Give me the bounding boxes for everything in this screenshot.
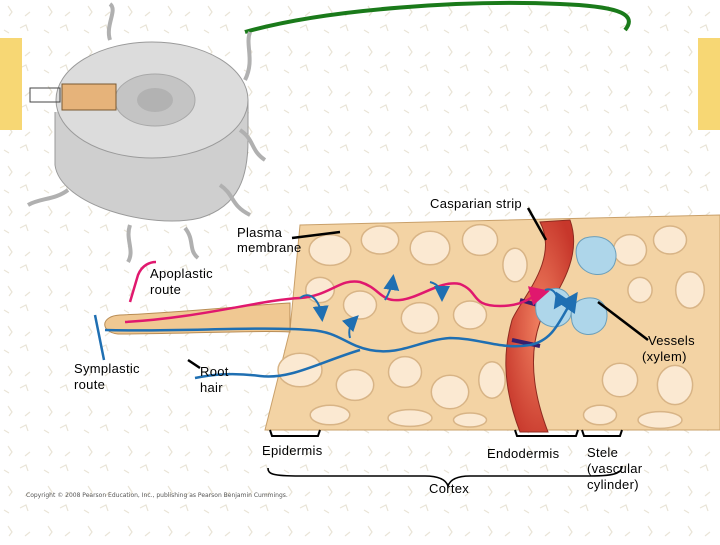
cortex-cell [342, 290, 378, 320]
cortex-cell [612, 233, 648, 267]
cortex-cell [582, 404, 618, 426]
plasma-membrane-label-line2: membrane [237, 240, 302, 255]
cortex-cell [601, 362, 639, 398]
cortex-cell [627, 276, 653, 304]
symplastic-arrow-4 [341, 315, 359, 339]
plasma-membrane-leader [291, 230, 341, 240]
apoplastic-leader [128, 260, 157, 303]
cortex-cell [387, 408, 433, 428]
cortex-cell [637, 410, 683, 430]
symplastic-arrow-3 [429, 281, 450, 302]
apoplastic-route-label-line1: Apoplastic [150, 266, 213, 281]
cortex-label: Cortex [429, 481, 470, 496]
cortex-cell [452, 300, 488, 330]
apoplastic-route-label-line2: route [150, 282, 182, 297]
vessels-label-line1: Vessels [648, 333, 695, 348]
cortex-cell [478, 361, 506, 399]
copyright-notice: Copyright © 2008 Pearson Education, Inc.… [26, 492, 288, 499]
symplastic-arrow-2 [383, 274, 400, 301]
stele-label-line2: (vascular [587, 461, 643, 476]
endodermis-bracket [514, 429, 579, 437]
stele-label-line1: Stele [587, 445, 619, 460]
root-cross-section [26, 2, 267, 264]
xylem-vessel-1 [575, 236, 617, 275]
symplastic-route-branch [194, 348, 361, 380]
apoplastic-route-path [124, 280, 550, 324]
cortex-cell [409, 230, 451, 266]
stele-label-line3: cylinder) [587, 477, 639, 492]
cortex-brace [267, 465, 623, 489]
cortex-cell [430, 374, 470, 410]
stele-bracket [581, 429, 623, 437]
left-accent-bar [0, 38, 22, 130]
right-accent-bar [698, 38, 720, 130]
root-hair [104, 302, 291, 335]
cortex-cell [461, 223, 499, 257]
plasma-membrane-label-line1: Plasma [237, 225, 283, 240]
cortex-cell [360, 225, 400, 255]
title-curve [244, 1, 631, 34]
cortex-cell [400, 301, 440, 335]
root-hair-label-line1: Root [200, 364, 229, 379]
symplastic-arrow-5 [544, 288, 570, 310]
cortex-cell [502, 247, 528, 283]
cortex-cell [308, 233, 352, 267]
cortex-cell [452, 412, 488, 428]
symplastic-route-path [104, 291, 578, 353]
casparian-strip-leader [526, 207, 548, 241]
epidermis-label: Epidermis [262, 443, 323, 458]
symplastic-route-label-line1: Symplastic [74, 361, 140, 376]
symplastic-arrow-1 [299, 294, 329, 322]
vessels-label-line2: (xylem) [642, 349, 687, 364]
epidermis-bracket [269, 429, 321, 437]
root-hair-leader [187, 358, 201, 370]
cortex-cell [309, 404, 351, 426]
symplastic-route-label-line2: route [74, 377, 106, 392]
vessels-leader [597, 301, 649, 341]
endodermis-label: Endodermis [487, 446, 560, 461]
casparian-strip-label: Casparian strip [430, 196, 522, 211]
cortex-cell [674, 271, 706, 309]
cortex-cell [656, 364, 694, 406]
cortex-cell [335, 368, 375, 402]
root-hair-label-line2: hair [200, 380, 223, 395]
cortex-cell [652, 225, 688, 255]
cortex-cell [387, 355, 423, 389]
symplastic-leader [93, 314, 106, 361]
